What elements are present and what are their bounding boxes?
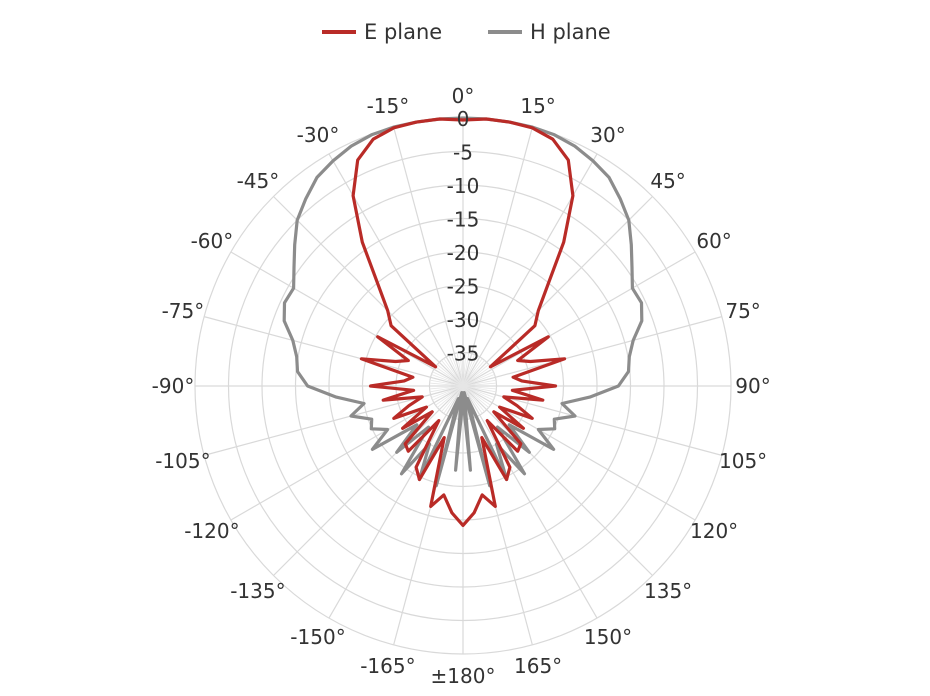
angle-tick-label: 165° [514,654,562,678]
grid-spoke-15 [462,126,533,387]
grid-minor-spoke-350 [456,352,464,387]
grid-minor-spoke-310 [437,364,464,387]
grid-spoke-75 [462,316,723,387]
angle-tick-label: 90° [735,374,770,398]
grid-minor-spoke-335 [448,355,464,387]
radial-tick-label: -25 [447,275,480,299]
angle-tick-label: 30° [590,123,625,147]
grid-minor-spoke-355 [459,352,464,387]
radial-tick-label: -10 [447,174,480,198]
grid-minor-spoke-325 [443,358,464,387]
angle-tick-label: -135° [230,579,285,603]
grid-minor-spoke-260 [429,385,464,393]
grid-minor-spoke-280 [429,379,464,387]
angle-tick-label: -60° [191,229,234,253]
grid-minor-spoke-130 [462,385,489,408]
grid-spoke-225 [273,385,464,576]
radial-tick-label: 0 [457,107,470,131]
grid-minor-spoke-10 [462,352,470,387]
legend-label: H plane [530,20,611,44]
grid-spoke-150 [462,385,598,619]
radial-tick-label: -30 [447,308,480,332]
angle-tick-label: 15° [520,94,555,118]
angle-tick-label: -165° [360,654,415,678]
angle-tick-label: 75° [725,299,760,323]
grid-minor-spoke-35 [462,358,483,387]
grid-spoke-30 [462,153,598,387]
grid-minor-spoke-115 [462,385,494,401]
grid-minor-spoke-295 [432,371,464,387]
angle-tick-label: 135° [644,579,692,603]
radial-tick-label: -5 [453,141,473,165]
grid-minor-spoke-110 [462,385,495,398]
grid-minor-spoke-40 [462,360,485,387]
grid-minor-spoke-5 [462,352,467,387]
series-line-e-plane [351,117,575,527]
radial-tick-label: -20 [447,241,480,265]
grid-spoke-285 [203,316,464,387]
grid-minor-spoke-125 [462,385,491,406]
legend-label: E plane [364,20,442,44]
angle-tick-label: 45° [650,169,685,193]
legend[interactable]: E plane H plane [322,20,611,44]
angle-tick-label: ±180° [431,664,496,688]
grid-spoke-345 [393,126,464,387]
grid-minor-spoke-265 [429,385,464,390]
grid-minor-spoke-220 [441,385,464,412]
series-layer [282,116,644,527]
grid-minor-spoke-145 [462,385,483,414]
grid-spoke-60 [462,251,696,387]
angle-tick-label: -105° [155,449,210,473]
grid-spoke-330 [328,153,464,387]
grid-spoke-45 [462,196,653,387]
grid-spoke-210 [328,385,464,619]
angle-tick-label: 60° [696,229,731,253]
grid-minor-spoke-340 [451,354,464,387]
grid-minor-spoke-245 [432,385,464,401]
angle-tick-label: 105° [719,449,767,473]
grid-minor-spoke-250 [431,385,464,398]
radial-tick-label: -35 [447,342,480,366]
angular-grid [195,118,731,654]
angle-tick-label: -90° [152,374,195,398]
grid-minor-spoke-235 [435,385,464,406]
grid-minor-spoke-50 [462,364,489,387]
angle-tick-label: -150° [290,625,345,649]
legend-item-h-plane[interactable]: H plane [488,20,611,44]
radial-tick-label: -15 [447,208,480,232]
grid-spoke-135 [462,385,653,576]
grid-minor-spoke-140 [462,385,485,412]
grid-minor-spoke-320 [441,360,464,387]
grid-minor-spoke-230 [437,385,464,408]
angle-tick-label: 150° [584,625,632,649]
grid-minor-spoke-20 [462,354,475,387]
grid-minor-spoke-70 [462,374,495,387]
grid-minor-spoke-215 [443,385,464,414]
angle-tick-label: 0° [452,84,475,108]
grid-minor-spoke-25 [462,355,478,387]
grid-minor-spoke-85 [462,382,497,387]
grid-spoke-300 [230,251,464,387]
angle-tick-labels: 0° 15° 30° 45° 60° 75° 90° 105° 120° 135° 150° 165°… [152,84,771,688]
angle-tick-label: -15° [367,94,410,118]
grid-minor-spoke-305 [435,366,464,387]
grid-minor-spoke-55 [462,366,491,387]
grid-minor-spoke-100 [462,385,497,393]
angle-tick-label: -45° [237,169,280,193]
grid-minor-spoke-95 [462,385,497,390]
radial-tick-labels: 0 -5 -10 -15 -20 -25 -30 -35 [447,107,480,366]
grid-minor-spoke-275 [429,382,464,387]
grid-minor-spoke-290 [431,374,464,387]
angle-tick-label: -75° [162,299,205,323]
angle-tick-label: -120° [184,519,239,543]
grid-minor-spoke-80 [462,379,497,387]
grid-spoke-315 [273,196,464,387]
angle-tick-label: 120° [690,519,738,543]
angle-tick-label: -30° [297,123,340,147]
grid-minor-spoke-65 [462,371,494,387]
series-line-h-plane [282,116,644,488]
legend-item-e-plane[interactable]: E plane [322,20,442,44]
